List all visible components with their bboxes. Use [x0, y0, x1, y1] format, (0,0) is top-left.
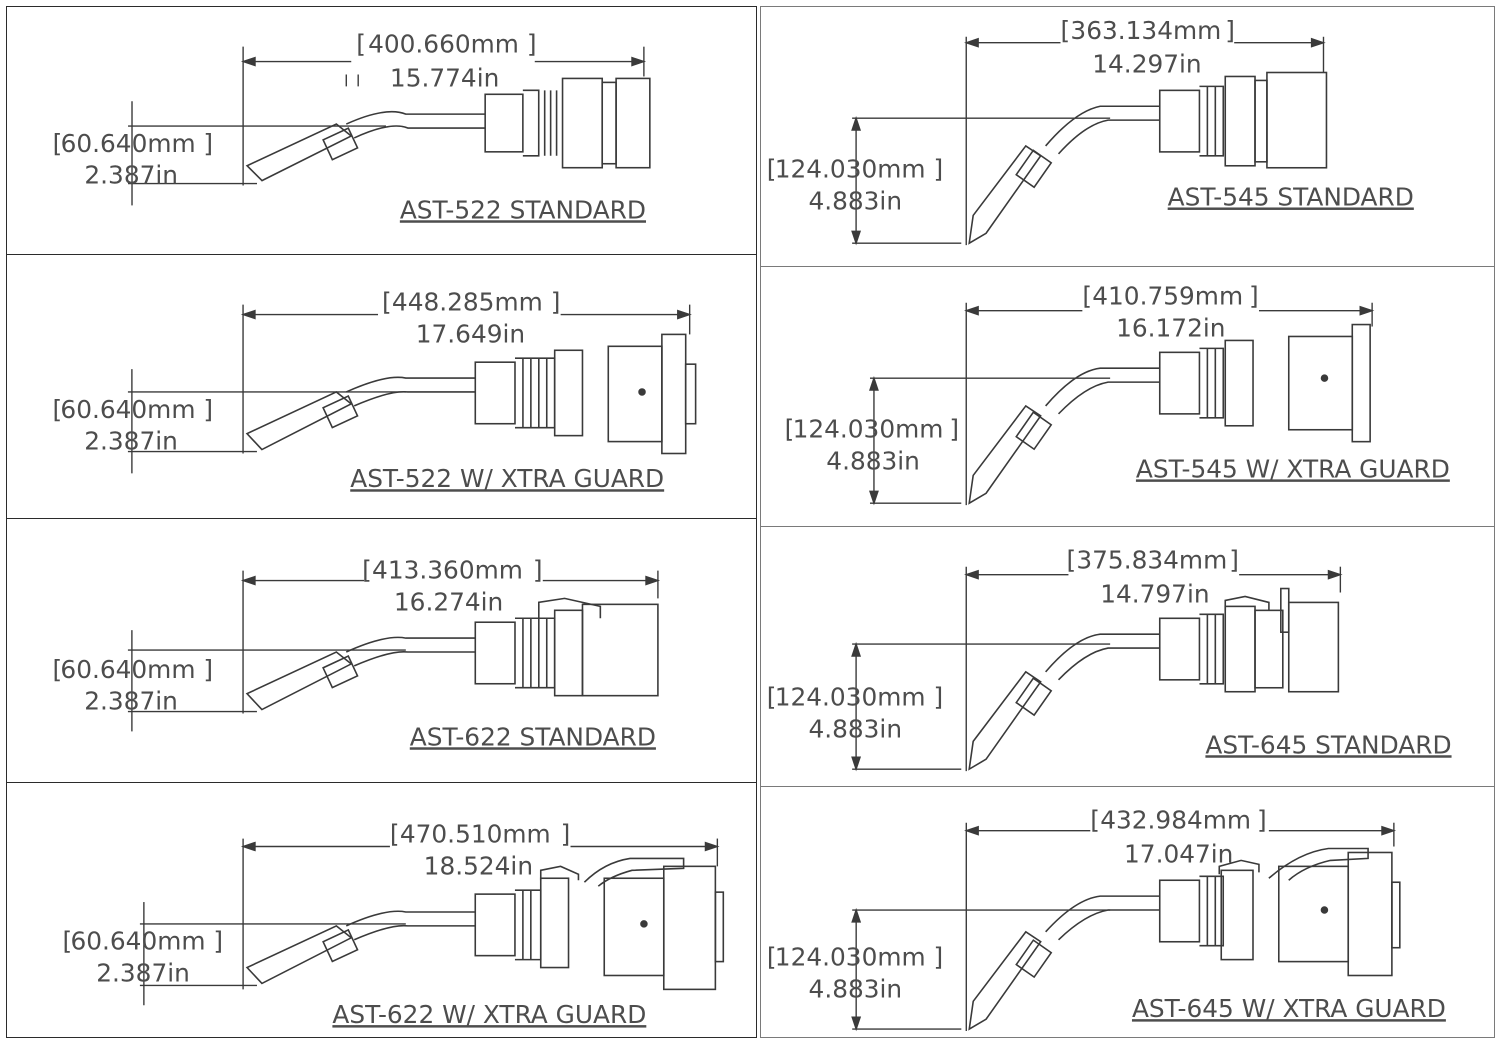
length-mm-label: 410.759mm — [1092, 282, 1243, 311]
model-title: AST-545 STANDARD — [1168, 182, 1414, 211]
model-title: AST-522 W/ XTRA GUARD — [350, 464, 664, 493]
panel-ast-522-xtra-guard: [] 448.285mm 17.649in [] 60.640mm 2.387i… — [6, 254, 757, 520]
svg-text:]: ] — [934, 943, 944, 972]
height-in-label: 4.883in — [808, 186, 902, 215]
length-in-label: 14.297in — [1092, 49, 1201, 78]
svg-text:]: ] — [933, 155, 943, 184]
model-title: AST-645 STANDARD — [1205, 730, 1451, 759]
svg-text:[: [ — [767, 683, 777, 712]
svg-text:[: [ — [53, 129, 63, 158]
height-mm-label: 60.640mm — [60, 655, 195, 684]
length-in-label: 15.774in — [390, 63, 499, 92]
svg-text:]: ] — [533, 556, 543, 585]
height-in-label: 2.387in — [84, 427, 178, 456]
length-mm-label: 400.660mm — [368, 30, 519, 59]
torch-drawing: [] 413.360mm 16.274in [] 60.640mm 2.387i… — [52, 556, 661, 751]
height-in-label: 4.883in — [808, 714, 902, 743]
torch-drawing: [] 470.510mm 18.524in [] 60.640mm 2.387i… — [63, 820, 725, 1029]
length-in-label: 14.797in — [1100, 579, 1209, 608]
length-mm-label: 413.360mm — [372, 556, 523, 585]
svg-text:[: [ — [785, 415, 795, 444]
svg-text:[: [ — [390, 820, 400, 849]
svg-text:[: [ — [382, 288, 392, 317]
length-mm-label: 448.285mm — [392, 288, 543, 317]
height-in-label: 2.387in — [84, 687, 178, 716]
svg-text:]: ] — [213, 927, 223, 956]
svg-text:[: [ — [52, 395, 62, 424]
model-title: AST-545 W/ XTRA GUARD — [1136, 454, 1450, 483]
svg-text:]: ] — [1225, 16, 1235, 45]
length-mm-label: 363.134mm — [1070, 16, 1221, 45]
svg-text:]: ] — [561, 820, 571, 849]
svg-text:[: [ — [1066, 546, 1076, 575]
svg-text:[: [ — [52, 655, 62, 684]
svg-text:[: [ — [1082, 282, 1092, 311]
height-mm-label: 124.030mm — [775, 683, 926, 712]
height-in-label: 4.883in — [826, 446, 920, 475]
height-in-label: 4.883in — [809, 974, 903, 1003]
model-title: AST-522 STANDARD — [400, 195, 646, 224]
svg-text:]: ] — [1249, 282, 1259, 311]
panel-ast-645-standard: [] 375.834mm 14.797in [] 124.030mm 4.883… — [760, 526, 1495, 788]
height-mm-label: 124.030mm — [775, 943, 926, 972]
height-mm-label: 124.030mm — [793, 415, 944, 444]
height-in-label: 2.387in — [96, 958, 190, 987]
svg-text:[: [ — [356, 30, 366, 59]
svg-text:[: [ — [63, 927, 73, 956]
torch-drawing: [] 432.984mm 17.047in [] 124.030mm 4.883… — [767, 806, 1446, 1032]
height-mm-label: 60.640mm — [61, 129, 196, 158]
svg-text:]: ] — [933, 683, 943, 712]
model-title: AST-645 W/ XTRA GUARD — [1132, 994, 1446, 1023]
svg-text:[: [ — [362, 556, 372, 585]
length-in-label: 17.047in — [1124, 839, 1233, 868]
panel-ast-545-standard: [] 363.134mm 14.297in [] 124.030mm 4.883… — [760, 6, 1495, 268]
torch-drawing: [] 410.759mm 16.172in [] 124.030mm 4.883… — [785, 282, 1450, 506]
length-in-label: 17.649in — [416, 319, 525, 348]
model-title: AST-622 W/ XTRA GUARD — [332, 1000, 646, 1029]
svg-text:]: ] — [203, 395, 213, 424]
svg-text:[: [ — [767, 943, 777, 972]
svg-text:[: [ — [1090, 806, 1100, 835]
torch-drawing: [] 375.834mm 14.797in [] 124.030mm 4.883… — [767, 546, 1452, 772]
height-mm-label: 60.640mm — [60, 395, 195, 424]
svg-text:]: ] — [949, 415, 959, 444]
model-title: AST-622 STANDARD — [410, 722, 656, 751]
torch-drawing: [] 363.134mm 14.297in [] 124.030mm 4.883… — [767, 16, 1414, 246]
length-mm-label: 432.984mm — [1100, 806, 1251, 835]
torch-drawing: 400.660mm [] 15.774in [] 60.640mm 2.387i… — [53, 30, 651, 224]
length-in-label: 18.524in — [424, 851, 533, 880]
svg-text:]: ] — [527, 30, 537, 59]
svg-text:[: [ — [767, 155, 777, 184]
panel-ast-545-xtra-guard: [] 410.759mm 16.172in [] 124.030mm 4.883… — [760, 266, 1495, 528]
svg-text:]: ] — [551, 288, 561, 317]
height-mm-label: 124.030mm — [775, 155, 926, 184]
svg-text:]: ] — [1257, 806, 1267, 835]
panel-ast-645-xtra-guard: [] 432.984mm 17.047in [] 124.030mm 4.883… — [760, 786, 1495, 1038]
height-mm-label: 60.640mm — [70, 927, 205, 956]
length-mm-label: 470.510mm — [400, 820, 551, 849]
panel-ast-622-xtra-guard: [] 470.510mm 18.524in [] 60.640mm 2.387i… — [6, 782, 757, 1038]
length-mm-label: 375.834mm — [1076, 546, 1227, 575]
svg-text:]: ] — [203, 129, 213, 158]
svg-text:]: ] — [203, 655, 213, 684]
length-in-label: 16.274in — [394, 587, 503, 616]
panel-ast-622-standard: [] 413.360mm 16.274in [] 60.640mm 2.387i… — [6, 518, 757, 784]
length-in-label: 16.172in — [1116, 313, 1225, 342]
height-in-label: 2.387in — [84, 161, 178, 190]
svg-text:]: ] — [1229, 546, 1239, 575]
panel-ast-522-standard: 400.660mm [] 15.774in [] 60.640mm 2.387i… — [6, 6, 757, 256]
svg-text:[: [ — [1061, 16, 1071, 45]
torch-drawing: [] 448.285mm 17.649in [] 60.640mm 2.387i… — [52, 288, 697, 493]
